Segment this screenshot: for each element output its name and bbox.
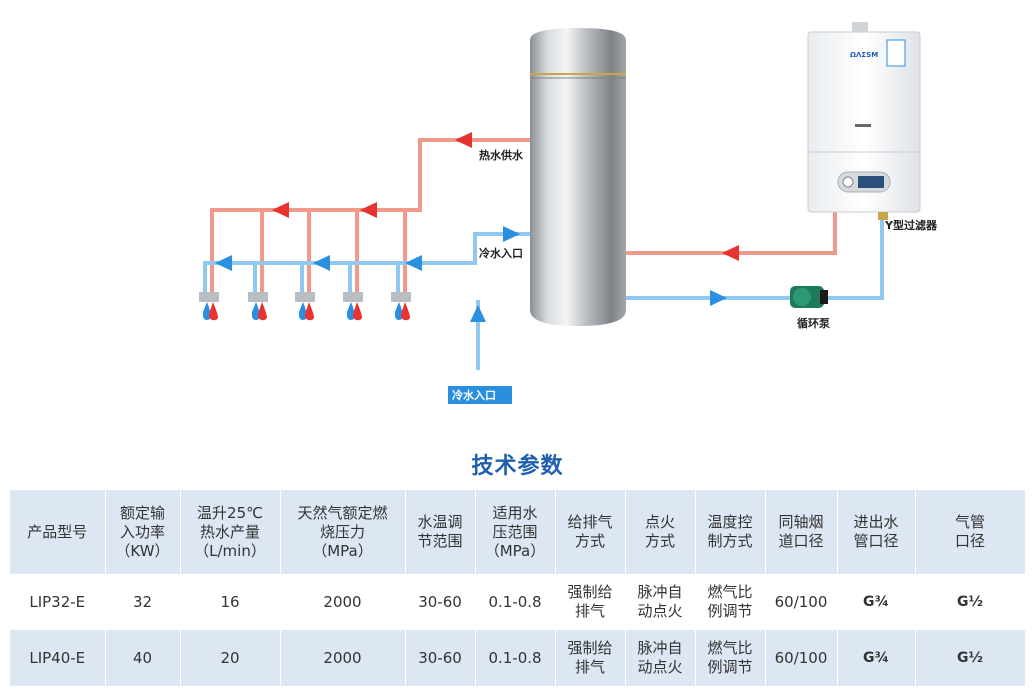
cell-gas-pipe: G½ [915,630,1026,686]
cell-model: LIP32-E [10,574,106,630]
cell-water-pipe: G¾ [837,574,916,630]
hot-arrow-3 [360,202,377,218]
cell-temp-control: 燃气比 例调节 [695,574,766,630]
cell-output: 16 [180,574,281,630]
cold-arrow-3 [313,255,330,271]
spec-table: 产品型号 额定输 入功率 （KW） 温升25℃ 热水产量 （L/min） 天然气… [10,490,1026,686]
faucet-5 [391,292,411,321]
cell-ignition: 脉冲自 动点火 [625,574,696,630]
cell-flue: 60/100 [765,574,838,630]
label-pump: 循环泵 [797,316,830,330]
cell-power: 40 [105,630,181,686]
cell-gas-pressure: 2000 [280,630,406,686]
label-cold-inlet-main-bg [448,386,512,404]
gas-boiler: ΩΛΣSM [807,22,921,220]
cell-water-pressure: 0.1-0.8 [475,574,556,630]
header-vent-mode: 给排气 方式 [555,490,626,574]
hot-flow-arrows [272,132,739,261]
faucet-4 [343,292,363,321]
cell-gas-pressure: 2000 [280,574,406,630]
cell-gas-pipe: G½ [915,574,1026,630]
hot-water-system-diagram: ΩΛΣSM 热水供水 冷水入口 Y型过滤器 循环泵 冷水入口 [199,22,938,404]
hot-arrow-4 [722,245,739,261]
hot-arrow-2 [272,202,289,218]
cell-vent-mode: 强制给 排气 [555,630,626,686]
hot-arrow-1 [455,132,472,148]
header-hot-water-output: 温升25℃ 热水产量 （L/min） [180,490,281,574]
cold-arrow-5 [470,305,486,322]
section-title: 技术参数 [471,454,564,479]
cold-flow-arrows [215,226,727,322]
table-row: LIP32-E 32 16 2000 30-60 0.1-0.8 强制给 排气 … [10,574,1026,630]
faucet-1 [199,292,219,321]
header-model: 产品型号 [10,490,106,574]
cell-water-pressure: 0.1-0.8 [475,630,556,686]
cell-vent-mode: 强制给 排气 [555,574,626,630]
label-cold-inlet-tank: 冷水入口 [479,246,523,260]
cold-arrow-1 [503,226,520,242]
hot-water-pipes [210,138,837,292]
cell-model: LIP40-E [10,630,106,686]
circulation-pump [790,286,828,308]
cell-temp-range: 30-60 [405,630,476,686]
header-water-pipe: 进出水 管口径 [837,490,916,574]
water-storage-tank [530,28,626,326]
faucet-group [199,292,411,321]
faucet-2 [248,292,268,321]
header-gas-pressure: 天然气额定燃 烧压力 （MPa） [280,490,406,574]
cell-flue: 60/100 [765,630,838,686]
cell-power: 32 [105,574,181,630]
cell-temp-control: 燃气比 例调节 [695,630,766,686]
table-row: LIP40-E 40 20 2000 30-60 0.1-0.8 强制给 排气 … [10,630,1026,686]
cell-ignition: 脉冲自 动点火 [625,630,696,686]
label-cold-inlet-main: 冷水入口 [452,388,496,402]
faucet-3 [295,292,315,321]
cold-arrow-6 [710,290,727,306]
header-flue-diameter: 同轴烟 道口径 [765,490,838,574]
cell-output: 20 [180,630,281,686]
header-water-pressure: 适用水 压范围 （MPa） [475,490,556,574]
boiler-brand-logo: ΩΛΣSM [850,51,878,59]
header-ignition: 点火 方式 [625,490,696,574]
label-hot-supply: 热水供水 [479,148,524,162]
header-temp-range: 水温调 节范围 [405,490,476,574]
label-y-filter: Y型过滤器 [884,218,938,232]
spec-table-header: 产品型号 额定输 入功率 （KW） 温升25℃ 热水产量 （L/min） 天然气… [10,490,1026,574]
cold-arrow-2 [215,255,232,271]
header-rated-power: 额定输 入功率 （KW） [105,490,181,574]
header-temp-control: 温度控 制方式 [695,490,766,574]
cell-water-pipe: G¾ [837,630,916,686]
cold-arrow-4 [405,255,422,271]
header-gas-pipe: 气管 口径 [915,490,1026,574]
cell-temp-range: 30-60 [405,574,476,630]
